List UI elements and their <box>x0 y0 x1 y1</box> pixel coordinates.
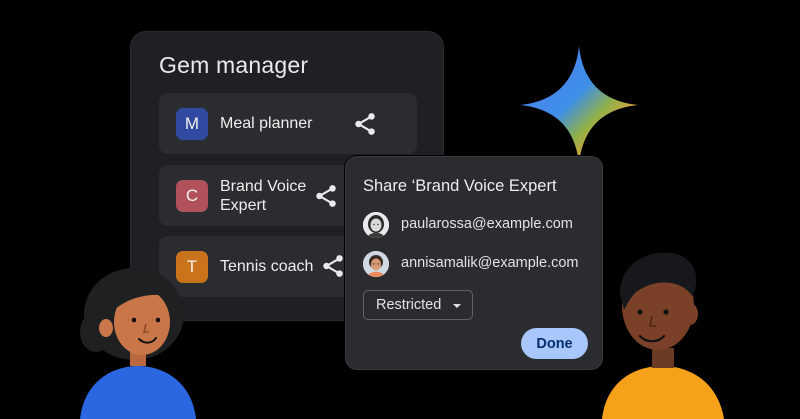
share-icon[interactable] <box>352 111 378 137</box>
illustrated-man <box>602 252 724 419</box>
gem-avatar: T <box>176 251 208 283</box>
gem-name: Tennis coach <box>220 258 314 275</box>
shared-person: annisamalik@example.com <box>363 251 599 279</box>
done-button[interactable]: Done <box>521 328 588 359</box>
gem-avatar: M <box>176 108 208 140</box>
gemini-sparkle-logo <box>520 46 638 164</box>
dialog-title: Share ‘Brand Voice Expert <box>363 177 557 195</box>
gem-row-meal-planner[interactable]: M Meal planner <box>159 93 417 154</box>
chevron-down-icon <box>453 304 461 308</box>
share-icon[interactable] <box>320 253 346 279</box>
user-avatar-icon <box>363 212 389 238</box>
access-dropdown-value: Restricted <box>376 297 442 313</box>
gem-name: Brand Voice Expert <box>220 178 307 214</box>
access-dropdown[interactable]: Restricted <box>363 290 473 320</box>
person-email: annisamalik@example.com <box>401 255 579 271</box>
share-icon[interactable] <box>313 183 339 209</box>
person-email: paularossa@example.com <box>401 216 573 232</box>
gem-name: Meal planner <box>220 115 313 132</box>
user-avatar-icon <box>363 251 389 277</box>
panel-title: Gem manager <box>159 52 309 78</box>
gem-avatar: C <box>176 180 208 212</box>
shared-person: paularossa@example.com <box>363 212 599 240</box>
illustrated-woman <box>80 268 196 419</box>
share-dialog: Share ‘Brand Voice Expert paularossa@exa… <box>345 156 603 370</box>
